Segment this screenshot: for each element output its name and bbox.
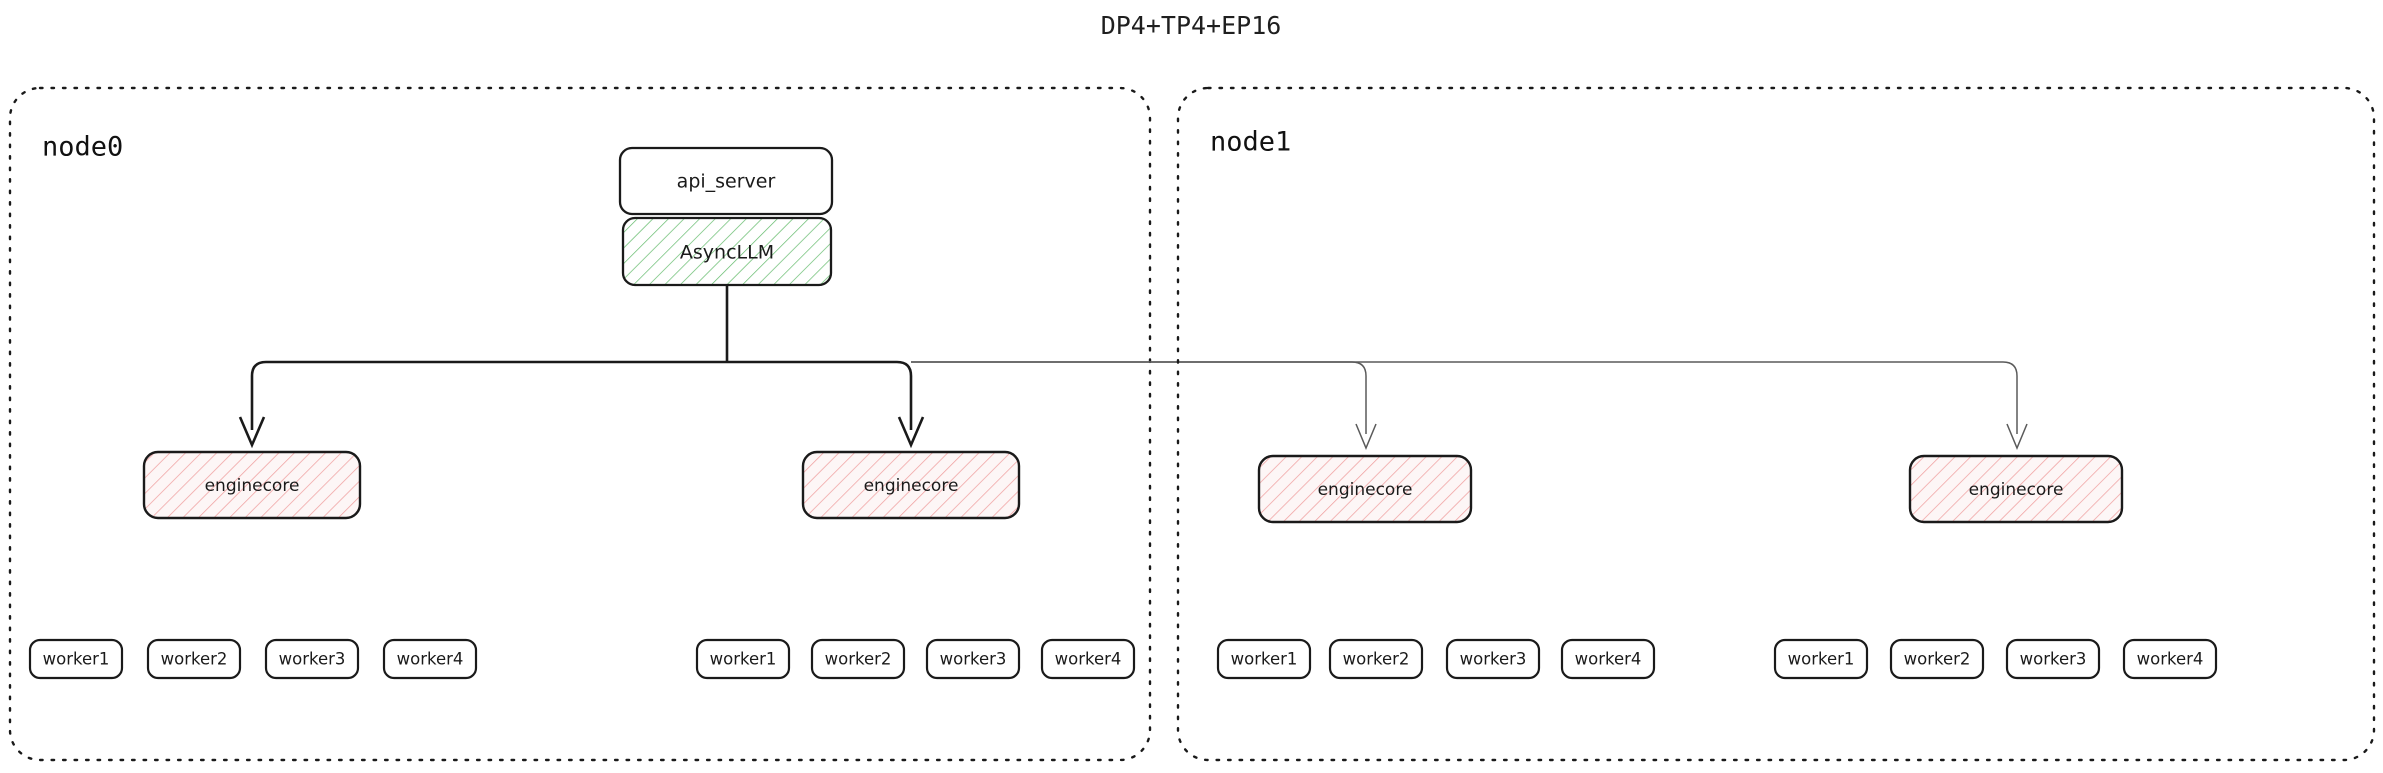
node1-g1-worker1-label: worker1: [1231, 650, 1298, 669]
edge-asyncllm-to-node0-enginecore1: [250, 360, 727, 430]
node-group-node0: node0 api_server AsyncLLM enginecore eng…: [8, 86, 1152, 762]
node0-g2-worker3-box[interactable]: [925, 638, 1021, 680]
node1-g2-worker1-box[interactable]: [1773, 638, 1869, 680]
node0-enginecore-1-box[interactable]: [142, 450, 362, 520]
node1-g2-worker4-label: worker4: [2137, 650, 2204, 669]
node0-g2-worker1-label: worker1: [710, 650, 777, 669]
node1-g1-worker2-box[interactable]: [1328, 638, 1424, 680]
node1-g2-worker3-box[interactable]: [2005, 638, 2101, 680]
node1-g1-worker1-box[interactable]: [1216, 638, 1312, 680]
arrowhead-node1-enginecore1: [1355, 423, 1377, 450]
arrowhead-node0-enginecore1: [238, 416, 266, 449]
node0-g1-worker3-label: worker3: [279, 650, 346, 669]
node1-g2-worker4-box[interactable]: [2122, 638, 2218, 680]
node1-g2-worker1-label: worker1: [1788, 650, 1855, 669]
node1-g1-worker3-box[interactable]: [1445, 638, 1541, 680]
edge-asyncllm-to-node0-enginecore2: [727, 360, 913, 430]
node0-label: node0: [42, 132, 123, 163]
node0-g2-worker1-box[interactable]: [695, 638, 791, 680]
node1-label: node1: [1210, 127, 1291, 158]
node1-g1-worker3-label: worker3: [1460, 650, 1527, 669]
node-group-node1: node1 enginecore enginecore worker1 work…: [1176, 86, 2376, 762]
node0-worker-group-1: worker1 worker2 worker3 worker4: [28, 638, 478, 680]
node0-g2-worker3-label: worker3: [940, 650, 1007, 669]
node0-worker-group-2: worker1 worker2 worker3 worker4: [695, 638, 1136, 680]
node0-g1-worker2-label: worker2: [161, 650, 228, 669]
node1-worker-group-2: worker1 worker2 worker3 worker4: [1773, 638, 2218, 680]
api-server-label: api_server: [677, 171, 776, 193]
node0-g2-worker4-label: worker4: [1055, 650, 1122, 669]
edge-asyncllm-to-node1-enginecore2: [911, 361, 2018, 434]
node0-g1-worker4-label: worker4: [397, 650, 464, 669]
node1-g1-worker2-label: worker2: [1343, 650, 1410, 669]
node1-enginecore-1-label: enginecore: [1318, 480, 1413, 500]
node0-container: [8, 86, 1152, 762]
node0-g1-worker1-box[interactable]: [28, 638, 124, 680]
node0-enginecore-2-box[interactable]: [801, 450, 1021, 520]
node1-enginecore-1-box[interactable]: [1257, 454, 1473, 524]
cross-node-edges: [911, 361, 2028, 450]
node0-g1-worker4-box[interactable]: [382, 638, 478, 680]
node0-g1-worker2-box[interactable]: [146, 638, 242, 680]
node0-g1-worker1-label: worker1: [43, 650, 110, 669]
node0-enginecore-1-label: enginecore: [205, 476, 300, 496]
node1-enginecore-2-box[interactable]: [1908, 454, 2124, 524]
page-title: DP4+TP4+EP16: [1101, 11, 1282, 40]
api-server-box[interactable]: [618, 146, 834, 216]
node1-g2-worker3-label: worker3: [2020, 650, 2087, 669]
node1-worker-group-1: worker1 worker2 worker3 worker4: [1216, 638, 1656, 680]
node0-g2-worker4-box[interactable]: [1040, 638, 1136, 680]
node0-enginecore-2-label: enginecore: [864, 476, 959, 496]
arrowhead-node0-enginecore2: [897, 416, 925, 449]
edge-asyncllm-to-node1-enginecore1: [911, 361, 1367, 434]
node1-g1-worker4-label: worker4: [1575, 650, 1642, 669]
node1-g2-worker2-box[interactable]: [1889, 638, 1985, 680]
async-llm-label: AsyncLLM: [680, 242, 774, 264]
node1-enginecore-2-label: enginecore: [1969, 480, 2064, 500]
node1-g2-worker2-label: worker2: [1904, 650, 1971, 669]
arrowhead-node1-enginecore2: [2006, 423, 2028, 450]
node1-g1-worker4-box[interactable]: [1560, 638, 1656, 680]
node0-g2-worker2-box[interactable]: [810, 638, 906, 680]
node0-g2-worker2-label: worker2: [825, 650, 892, 669]
node0-g1-worker3-box[interactable]: [264, 638, 360, 680]
